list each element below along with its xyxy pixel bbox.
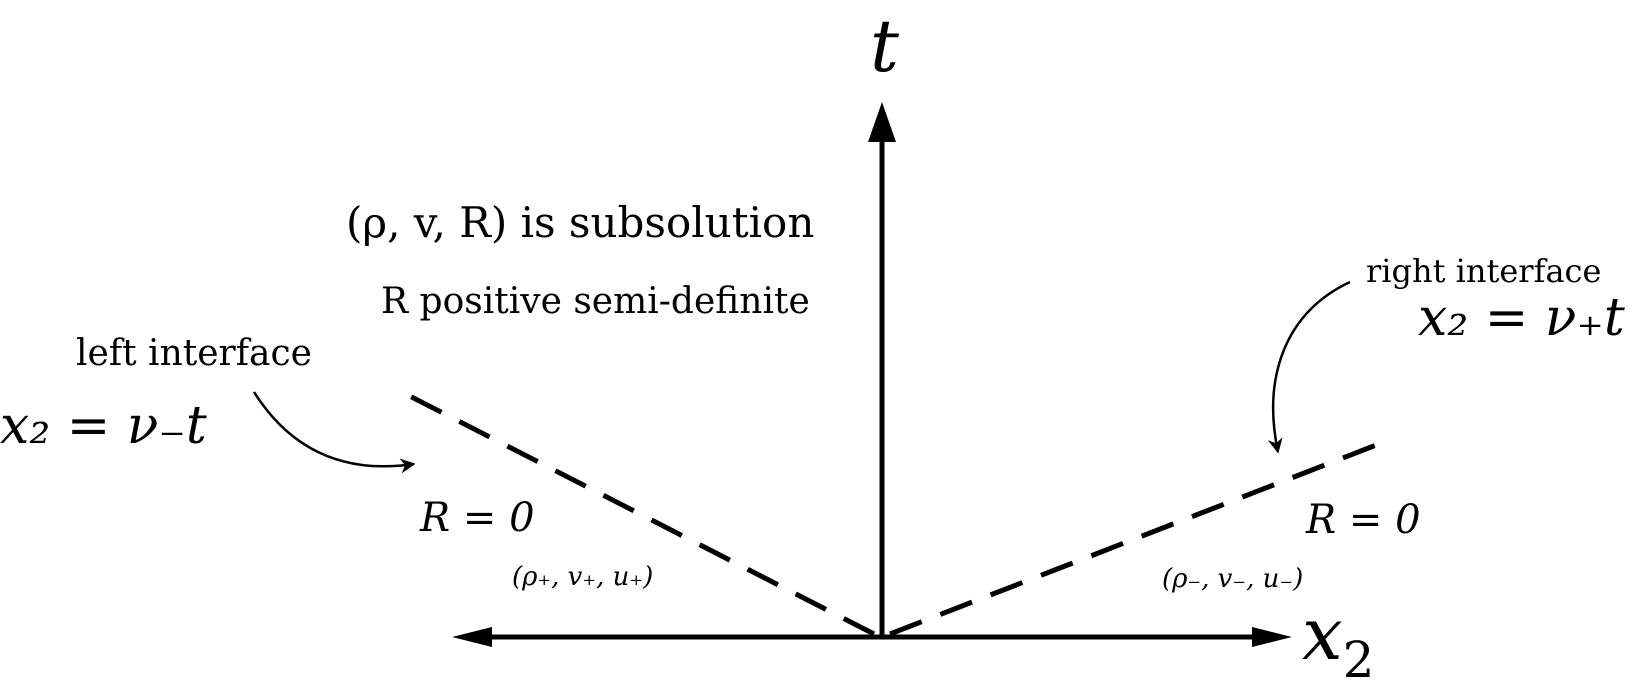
left-state: (ρ₊, v₊, u₊) (512, 562, 654, 592)
subsolution-text: (ρ, v, R) is subsolution (346, 198, 815, 247)
right-region-condition: R = 0 (1306, 497, 1421, 543)
x2-axis-label: x2 (1302, 598, 1374, 685)
t-axis-arrowhead (868, 102, 896, 142)
left-interface-line (396, 387, 876, 637)
right-state: (ρ₋, v₋, u₋) (1162, 564, 1304, 594)
x2-axis-arrowhead-left (452, 627, 492, 647)
t-axis-label: t (870, 4, 899, 88)
right-interface-pointer-arrow (1267, 280, 1351, 454)
right-interface-equation: x₂ = ν₊t (1418, 288, 1625, 348)
left-region-condition: R = 0 (420, 495, 535, 541)
left-interface-label: left interface (76, 333, 312, 374)
x2-axis-label-base: x (1302, 592, 1343, 676)
left-interface-equation: x₂ = ν₋t (0, 396, 207, 456)
x2-axis-arrowhead-right (1252, 627, 1292, 647)
x2-axis-label-subscript: 2 (1342, 631, 1375, 689)
positive-semidefinite-text: R positive semi-definite (381, 281, 810, 322)
left-interface-pointer-arrow (252, 391, 416, 474)
right-interface-line (889, 439, 1385, 637)
right-interface-label: right interface (1366, 252, 1602, 290)
